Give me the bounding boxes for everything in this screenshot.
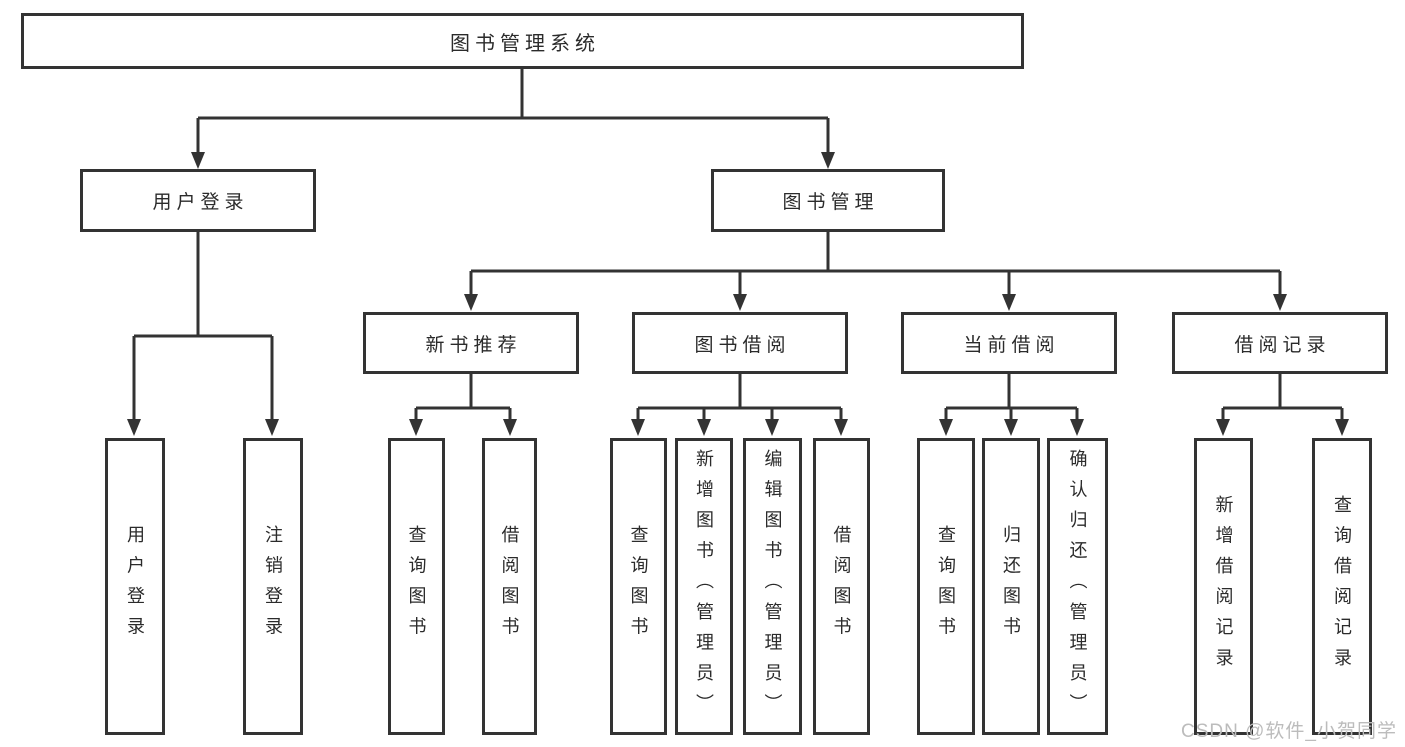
node-label: 归还图书 (1001, 525, 1021, 648)
leaf-logout: 注销登录 (243, 438, 303, 735)
watermark: CSDN @软件_小贺同学 (1181, 721, 1397, 742)
node-label: 图书管理 (782, 192, 879, 213)
arrowhead-bb-add-books (697, 419, 711, 436)
leaf-nbr-query-books: 查询图书 (388, 438, 445, 735)
arrowhead-user-login (191, 152, 205, 169)
connector-root-to-level2 (196, 69, 830, 153)
arrowhead-leaf-user-login (127, 419, 141, 436)
connector-book-management-children (469, 232, 1282, 295)
arrowhead-bb-query-books (631, 419, 645, 436)
node-label: 新增借阅记录 (1213, 494, 1234, 679)
node-label: 注销登录 (263, 525, 283, 648)
arrowhead-cb-return-books (1004, 419, 1018, 436)
node-borrowing-records: 借阅记录 (1172, 312, 1388, 374)
arrowhead-borrowing-records (1273, 294, 1287, 311)
node-label: 用户登录 (152, 192, 249, 213)
node-current-borrowing: 当前借阅 (901, 312, 1117, 374)
node-label: 编辑图书（管理员） (762, 448, 783, 725)
node-label: 查询图书 (406, 525, 427, 648)
arrowhead-bb-edit-books (765, 419, 779, 436)
node-library-management-system: 图书管理系统 (21, 13, 1024, 69)
node-label: 图书借阅 (694, 334, 791, 356)
leaf-cb-confirm-return-admin: 确认归还（管理员） (1047, 438, 1108, 735)
leaf-bb-query-books: 查询图书 (610, 438, 667, 735)
leaf-br-add-borrow-record: 新增借阅记录 (1194, 438, 1253, 735)
node-label: 当前借阅 (963, 334, 1060, 356)
arrowhead-leaf-logout (265, 419, 279, 436)
node-label: 借阅图书 (831, 525, 852, 648)
node-user-login: 用户登录 (80, 169, 316, 232)
node-label: 借阅图书 (499, 525, 520, 648)
leaf-bb-edit-books-admin: 编辑图书（管理员） (743, 438, 802, 735)
arrowhead-current-borrowing (1002, 294, 1016, 311)
arrowhead-nbr-borrow-books (503, 419, 517, 436)
node-label: 新书推荐 (425, 334, 522, 356)
node-book-management: 图书管理 (711, 169, 945, 232)
arrowhead-cb-query-books (939, 419, 953, 436)
connector-new-book-recommendation-children (414, 374, 512, 420)
node-label: 用户登录 (125, 525, 145, 648)
leaf-cb-return-books: 归还图书 (982, 438, 1040, 735)
leaf-nbr-borrow-books: 借阅图书 (482, 438, 537, 735)
connector-current-borrowing-children (944, 374, 1079, 420)
node-label: 查询借阅记录 (1332, 494, 1352, 679)
node-label: 确认归还（管理员） (1067, 448, 1088, 725)
arrowhead-br-add-record (1216, 419, 1230, 436)
leaf-user-login: 用户登录 (105, 438, 165, 735)
node-label: 图书管理系统 (450, 32, 600, 55)
connector-user-login-children (132, 232, 274, 420)
arrowhead-bb-borrow-books (834, 419, 848, 436)
arrowhead-book-management (821, 152, 835, 169)
arrowhead-new-book-recommendation (464, 294, 478, 311)
node-book-borrowing: 图书借阅 (632, 312, 848, 374)
leaf-br-query-borrow-record: 查询借阅记录 (1312, 438, 1372, 735)
arrowhead-cb-confirm-return (1070, 419, 1084, 436)
node-label: 新增图书（管理员） (694, 448, 714, 725)
leaf-bb-add-books-admin: 新增图书（管理员） (675, 438, 733, 735)
arrowhead-nbr-query-books (409, 419, 423, 436)
leaf-bb-borrow-books: 借阅图书 (813, 438, 870, 735)
node-label: 查询图书 (936, 525, 956, 648)
node-label: 查询图书 (628, 525, 649, 648)
arrowhead-book-borrowing (733, 294, 747, 311)
arrowhead-br-query-record (1335, 419, 1349, 436)
connector-borrowing-records-children (1221, 374, 1344, 420)
leaf-cb-query-books: 查询图书 (917, 438, 975, 735)
node-label: 借阅记录 (1234, 334, 1331, 356)
node-new-book-recommendation: 新书推荐 (363, 312, 579, 374)
connector-book-borrowing-children (636, 374, 843, 420)
